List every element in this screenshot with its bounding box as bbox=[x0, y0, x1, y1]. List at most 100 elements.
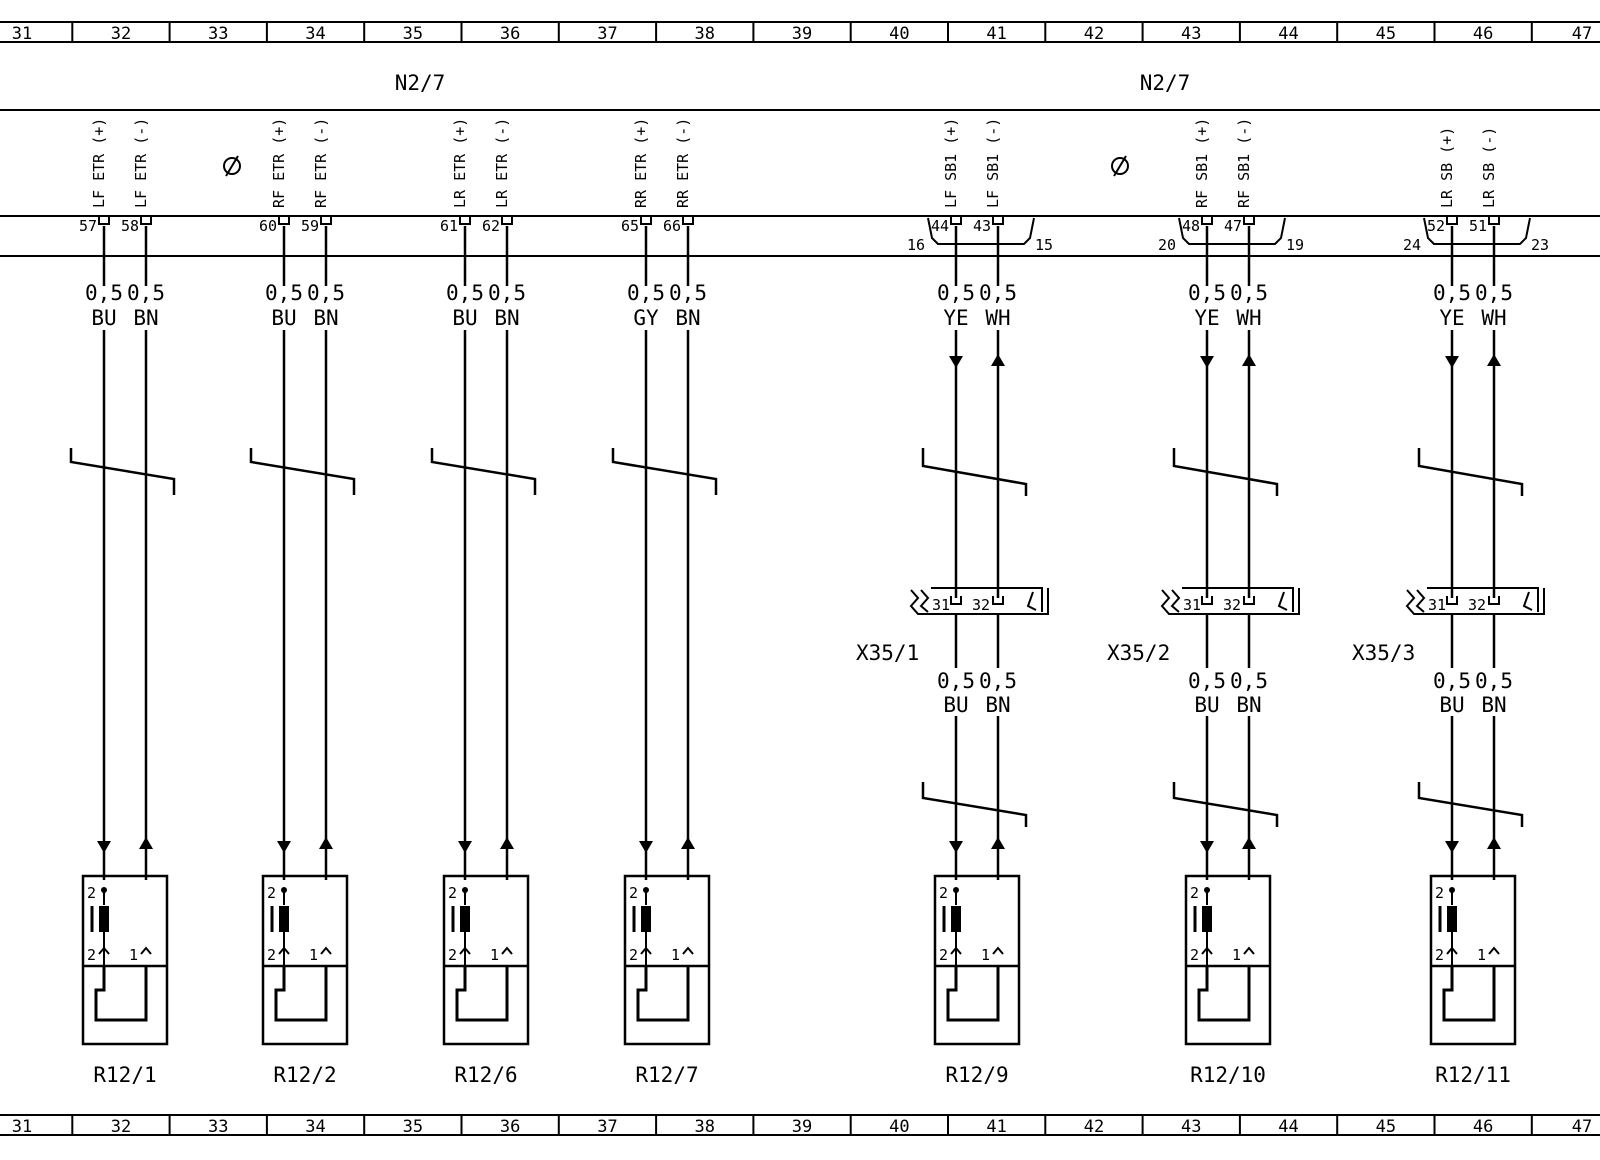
pin-number: 57 bbox=[79, 217, 97, 235]
twisted-pair-symbol bbox=[921, 782, 1028, 827]
pin-number: 48 bbox=[1182, 217, 1200, 235]
arrow-down-icon bbox=[639, 841, 653, 853]
resistor-icon bbox=[460, 906, 470, 932]
arrow-up-icon bbox=[991, 837, 1005, 849]
wire-color: WH bbox=[985, 306, 1010, 330]
component-pin: 1 bbox=[1232, 946, 1241, 964]
component-pin: 2 bbox=[267, 884, 276, 902]
pin-number: 61 bbox=[440, 217, 458, 235]
wire-color: YE bbox=[1439, 306, 1464, 330]
grid-number: 39 bbox=[792, 1117, 812, 1137]
component-sensor: 2 2 1 bbox=[1429, 874, 1517, 1046]
grid-number: 34 bbox=[305, 1117, 325, 1137]
twisted-pair-symbol bbox=[1172, 782, 1279, 827]
module-label-right: N2/7 bbox=[1140, 71, 1191, 95]
grid-number: 43 bbox=[1181, 24, 1201, 44]
component-pin: 2 bbox=[448, 946, 457, 964]
grid-number: 41 bbox=[986, 1117, 1006, 1137]
grid-number: 42 bbox=[1084, 1117, 1104, 1137]
twisted-pair-symbol bbox=[921, 448, 1028, 496]
module-connector-strip bbox=[0, 215, 1600, 257]
twisted-pair-symbol bbox=[1172, 448, 1279, 496]
component-label: R12/2 bbox=[273, 1063, 336, 1087]
component-pin: 1 bbox=[981, 946, 990, 964]
ground-symbol-right bbox=[1111, 155, 1129, 177]
pin-label-negative: LR ETR (-) bbox=[493, 118, 511, 208]
wire-color: BN bbox=[675, 306, 700, 330]
wire-color: BN bbox=[494, 306, 519, 330]
pin-label-positive: LF ETR (+) bbox=[90, 118, 108, 208]
arrow-up-icon bbox=[1242, 837, 1256, 849]
twisted-pair-symbol bbox=[430, 448, 537, 495]
wire-color: BU bbox=[1194, 693, 1219, 717]
component-pin: 2 bbox=[1435, 884, 1444, 902]
grid-number: 31 bbox=[12, 1117, 32, 1137]
bracket-number-right: 15 bbox=[1035, 236, 1053, 254]
component-pin: 1 bbox=[129, 946, 138, 964]
grid-number: 42 bbox=[1084, 24, 1104, 44]
wire-size: 0,5 bbox=[1433, 669, 1471, 693]
pin-label-positive: LR SB (+) bbox=[1438, 127, 1456, 208]
component-pin: 1 bbox=[490, 946, 499, 964]
twisted-pair-symbol bbox=[1417, 448, 1524, 496]
bracket-number-left: 24 bbox=[1403, 236, 1421, 254]
grid-number: 40 bbox=[889, 24, 909, 44]
wire-color: WH bbox=[1236, 306, 1261, 330]
component-pin: 2 bbox=[1435, 946, 1444, 964]
pin-label-positive: RF ETR (+) bbox=[270, 118, 288, 208]
wire-size: 0,5 bbox=[937, 669, 975, 693]
grid-number: 35 bbox=[403, 1117, 423, 1137]
arrow-up-icon bbox=[319, 837, 333, 849]
arrow-down-icon bbox=[277, 841, 291, 853]
grid-number: 41 bbox=[986, 24, 1006, 44]
wire-color: BU bbox=[271, 306, 296, 330]
grid-number: 46 bbox=[1473, 1117, 1493, 1137]
connector-bracket bbox=[1178, 217, 1286, 245]
resistor-icon bbox=[641, 906, 651, 932]
grid-number: 36 bbox=[500, 24, 520, 44]
component-label: R12/11 bbox=[1435, 1063, 1511, 1087]
component-label: R12/9 bbox=[945, 1063, 1008, 1087]
pin-label-negative: RF SB1 (-) bbox=[1235, 118, 1253, 208]
twisted-pair-symbol bbox=[611, 448, 718, 495]
grid-number: 46 bbox=[1473, 24, 1493, 44]
pin-label-positive: LR ETR (+) bbox=[451, 118, 469, 208]
connector-pin: 32 bbox=[972, 596, 990, 614]
component-pin: 1 bbox=[671, 946, 680, 964]
twisted-pair-symbol bbox=[249, 448, 356, 495]
arrow-down-icon bbox=[949, 841, 963, 853]
wire-color: BU bbox=[943, 693, 968, 717]
grid-number: 44 bbox=[1278, 1117, 1298, 1137]
grid-number: 43 bbox=[1181, 1117, 1201, 1137]
connector-bracket bbox=[1423, 217, 1531, 245]
grid-number: 37 bbox=[597, 1117, 617, 1137]
ground-symbol-left bbox=[223, 155, 241, 177]
grid-number: 45 bbox=[1376, 24, 1396, 44]
pin-number: 59 bbox=[301, 217, 319, 235]
grid-number: 38 bbox=[695, 1117, 715, 1137]
grid-number: 44 bbox=[1278, 24, 1298, 44]
wire-color: BN bbox=[1481, 693, 1506, 717]
pin-label-negative: RR ETR (-) bbox=[674, 118, 692, 208]
grid-number: 47 bbox=[1572, 24, 1592, 44]
component-pin: 2 bbox=[939, 884, 948, 902]
wire-color: BU bbox=[91, 306, 116, 330]
grid-number: 33 bbox=[208, 24, 228, 44]
wire-color: BN bbox=[313, 306, 338, 330]
wire-color: GY bbox=[633, 306, 659, 330]
arrow-up-icon bbox=[681, 837, 695, 849]
component-pin: 1 bbox=[1477, 946, 1486, 964]
arrow-down-icon bbox=[458, 841, 472, 853]
wire-color: YE bbox=[1194, 306, 1219, 330]
pin-number: 65 bbox=[621, 217, 639, 235]
